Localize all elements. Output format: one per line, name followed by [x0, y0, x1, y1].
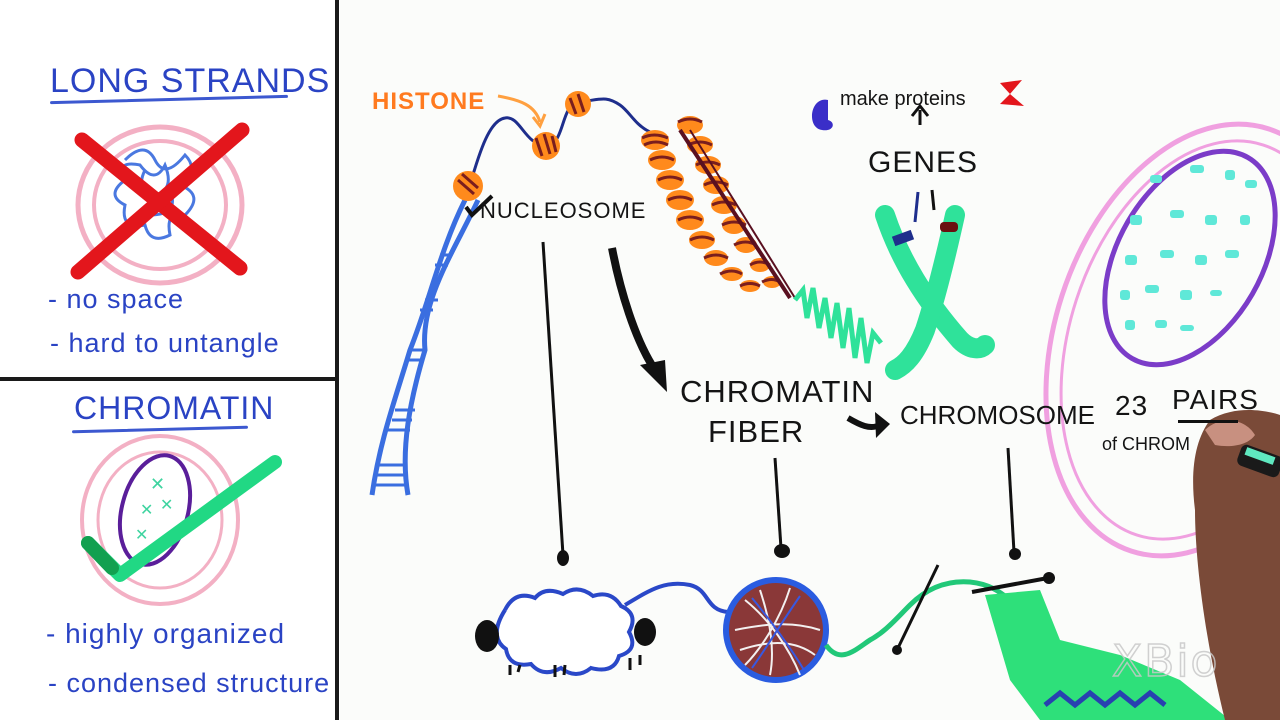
hard-to-untangle-bullet: - hard to untangle [50, 328, 280, 358]
chromatin-fiber-label-line2: FIBER [708, 414, 805, 449]
chromatin-fiber-icon [641, 116, 796, 300]
sidebar-divider [335, 0, 339, 720]
condensed-structure-bullet: - condensed structure [48, 668, 331, 698]
histone-label: HISTONE [372, 88, 486, 115]
cell-nucleus-icon [1043, 121, 1280, 559]
checked-cell-nucleus-icon: ✕ ✕ ✕ ✕ ✕ [80, 434, 282, 606]
svg-text:✕: ✕ [150, 474, 165, 495]
chromosome-label: CHROMOSOME [900, 400, 1095, 430]
chromatin-heading: CHROMATIN [74, 390, 275, 426]
xbio-watermark: XBio [1111, 635, 1220, 688]
long-strands-heading: LONG STRANDS [50, 62, 331, 100]
genes-label: GENES [868, 146, 979, 179]
no-space-bullet: - no space [48, 284, 185, 314]
chromatin-fiber-label-line1: CHROMATIN [680, 374, 875, 409]
nucleosome-label: NUCLEOSOME [480, 198, 647, 223]
sheep-icon [475, 587, 656, 677]
svg-text:✕: ✕ [140, 500, 153, 519]
highly-organized-bullet: - highly organized [46, 618, 286, 649]
chromosome-icon [875, 205, 995, 380]
dna-helix-icon [369, 198, 481, 496]
svg-text:✕: ✕ [135, 525, 148, 544]
protein-blue-icon [811, 99, 833, 131]
knitted-sweater-icon [985, 590, 1230, 720]
crossed-out-tangled-dna-icon [70, 122, 250, 286]
protein-red-icon [1000, 80, 1024, 106]
histone-bead-icon [453, 91, 591, 201]
pairs-word-label: PAIRS [1172, 384, 1259, 415]
presenter-hand [1193, 410, 1280, 720]
pairs-underline [1178, 420, 1238, 423]
yarn-ball-icon [723, 577, 829, 683]
pairs-number-label: 23 [1115, 390, 1149, 421]
summary-sidebar: LONG STRANDS - no space - hard to untang… [0, 0, 340, 720]
panel-divider [0, 377, 337, 381]
of-chromosomes-label: of CHROM [1102, 434, 1191, 454]
svg-text:✕: ✕ [160, 495, 173, 514]
make-proteins-label: make proteins [840, 88, 966, 110]
